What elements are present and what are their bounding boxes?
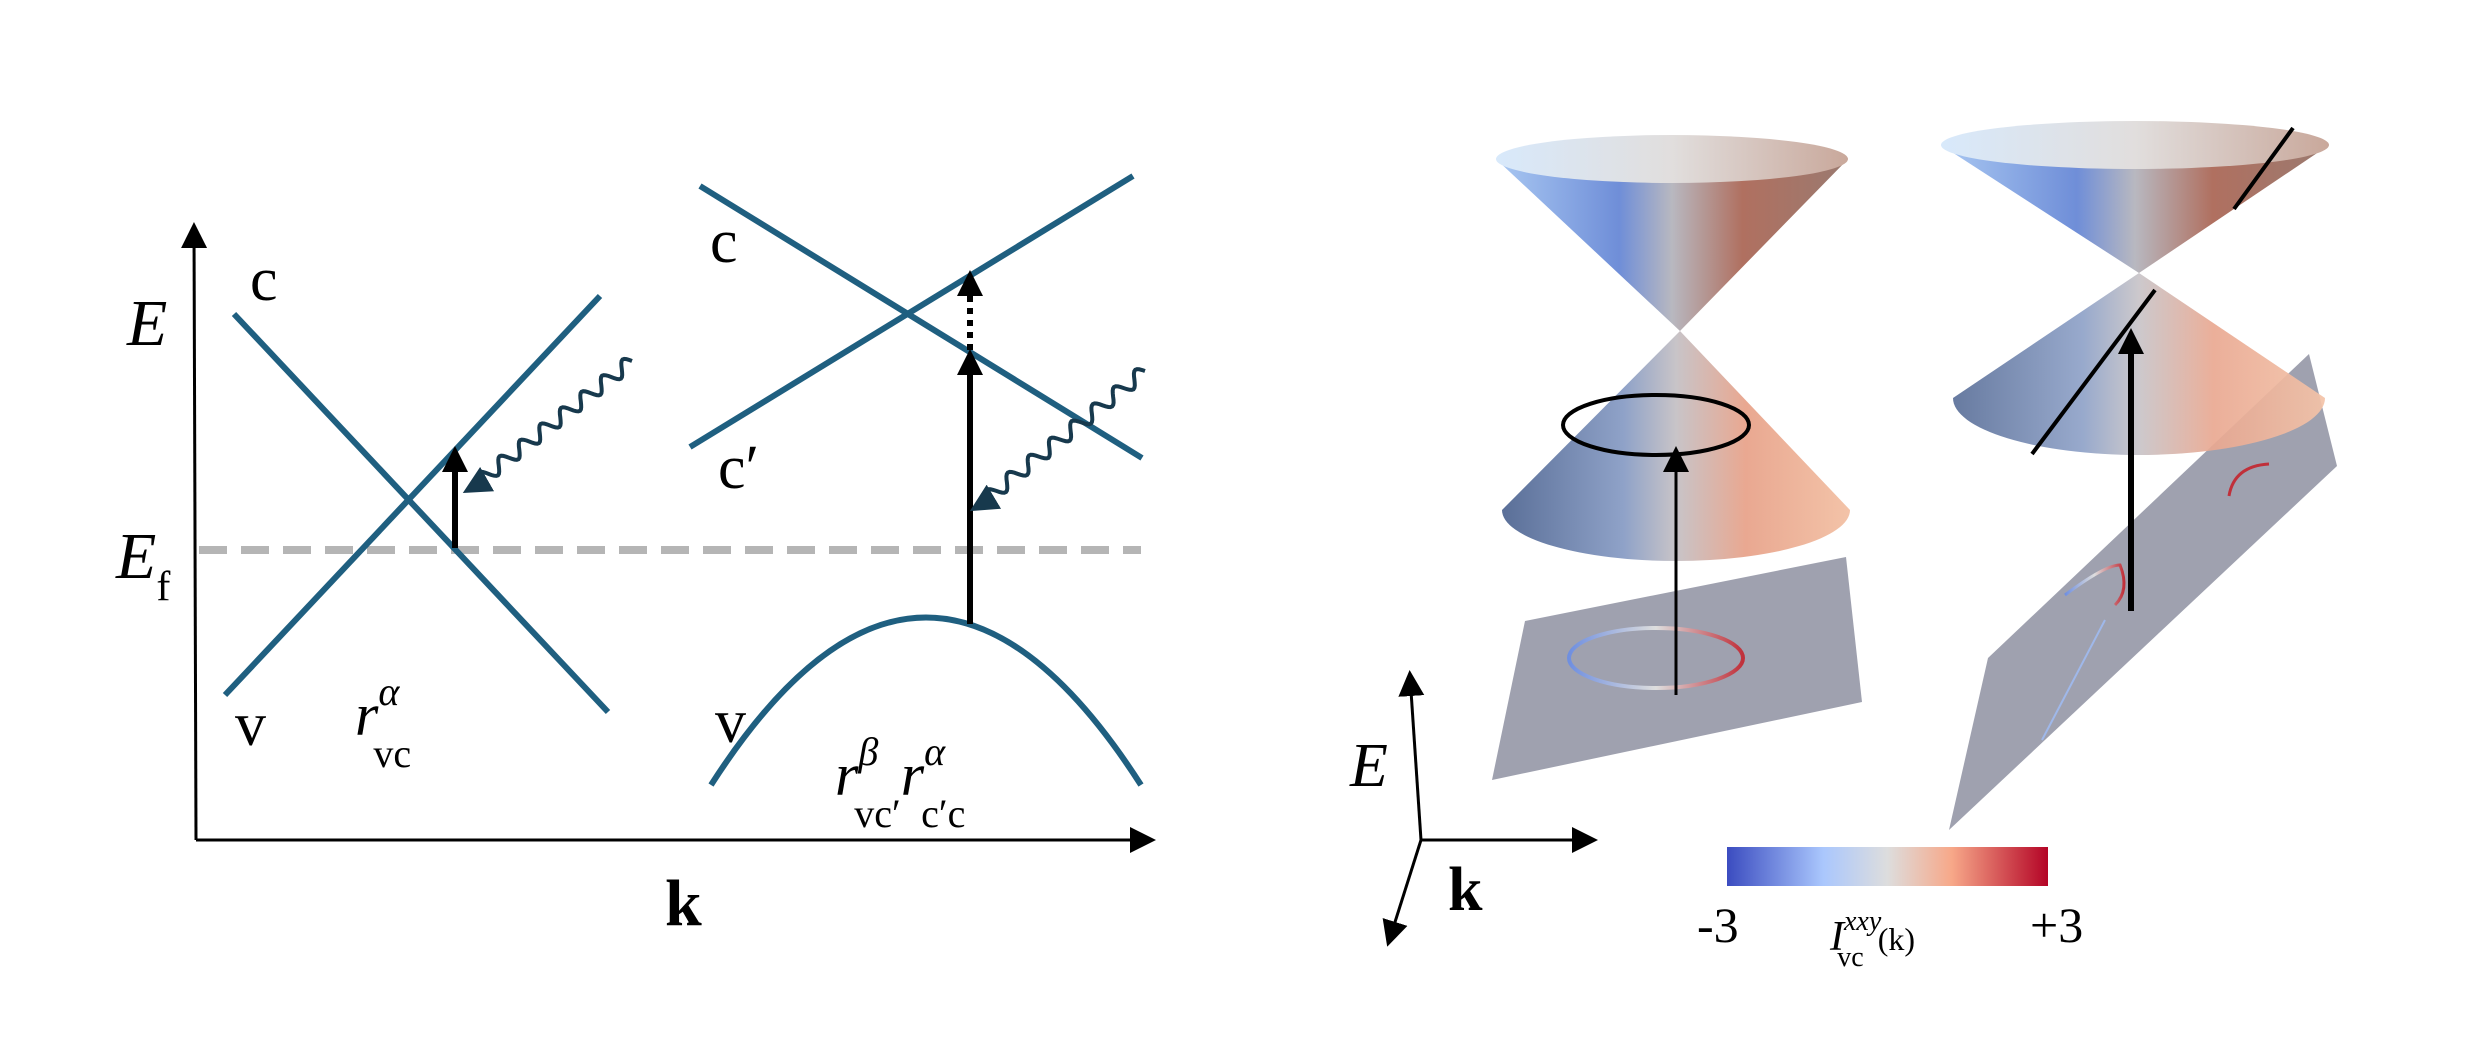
projected-ring bbox=[1567, 626, 1745, 690]
photon-wavy-line-left bbox=[462, 356, 633, 493]
projected-line bbox=[2041, 619, 2106, 741]
upper-cone-surface bbox=[1496, 159, 1848, 331]
colorbar-max-label: +3 bbox=[2030, 897, 2083, 953]
valence-band-left bbox=[222, 293, 603, 698]
energy-axis-label: E bbox=[126, 287, 167, 360]
intermediate-band-label: c′ bbox=[718, 434, 759, 502]
lower-cone-surface bbox=[1953, 273, 2325, 455]
cut-line-upper bbox=[2232, 126, 2295, 211]
colorbar-min-label: -3 bbox=[1697, 897, 1739, 953]
momentum-axis-label: k bbox=[665, 867, 702, 940]
valence-band-parabola bbox=[708, 614, 1144, 787]
energy-axis bbox=[181, 222, 208, 841]
upper-cone-surface bbox=[1941, 145, 2329, 273]
projected-curve-upper bbox=[2227, 462, 2270, 497]
valence-band-label-right: v bbox=[715, 688, 746, 756]
cut-line-lower bbox=[2030, 288, 2157, 456]
3d-axes: E k bbox=[1349, 670, 1598, 947]
colorbar-gradient bbox=[1727, 847, 2048, 886]
constant-energy-ring bbox=[1561, 393, 1751, 457]
conduction-band-label-left: c bbox=[250, 246, 278, 314]
dirac-cone-ring-case bbox=[1492, 135, 1862, 780]
k-axis-3d-depth bbox=[1382, 839, 1423, 947]
valence-band-label-left: v bbox=[235, 691, 266, 759]
upper-cone-rim bbox=[1941, 121, 2329, 169]
intermediate-band-right bbox=[688, 173, 1135, 450]
fermi-level-label: Ef bbox=[115, 520, 170, 610]
conduction-band-right bbox=[698, 183, 1144, 461]
conduction-band-label-right: c bbox=[710, 208, 738, 276]
photon-wavy-line-right bbox=[969, 367, 1146, 512]
projected-curve-lower bbox=[2064, 563, 2126, 607]
dirac-cone-line-case bbox=[1941, 121, 2337, 830]
energy-axis-3d bbox=[1398, 670, 1425, 841]
k-axis-3d-label: k bbox=[1448, 856, 1483, 924]
conduction-band-left bbox=[231, 311, 611, 715]
upper-cone-rim bbox=[1496, 135, 1848, 183]
energy-axis-3d-label: E bbox=[1349, 732, 1388, 800]
